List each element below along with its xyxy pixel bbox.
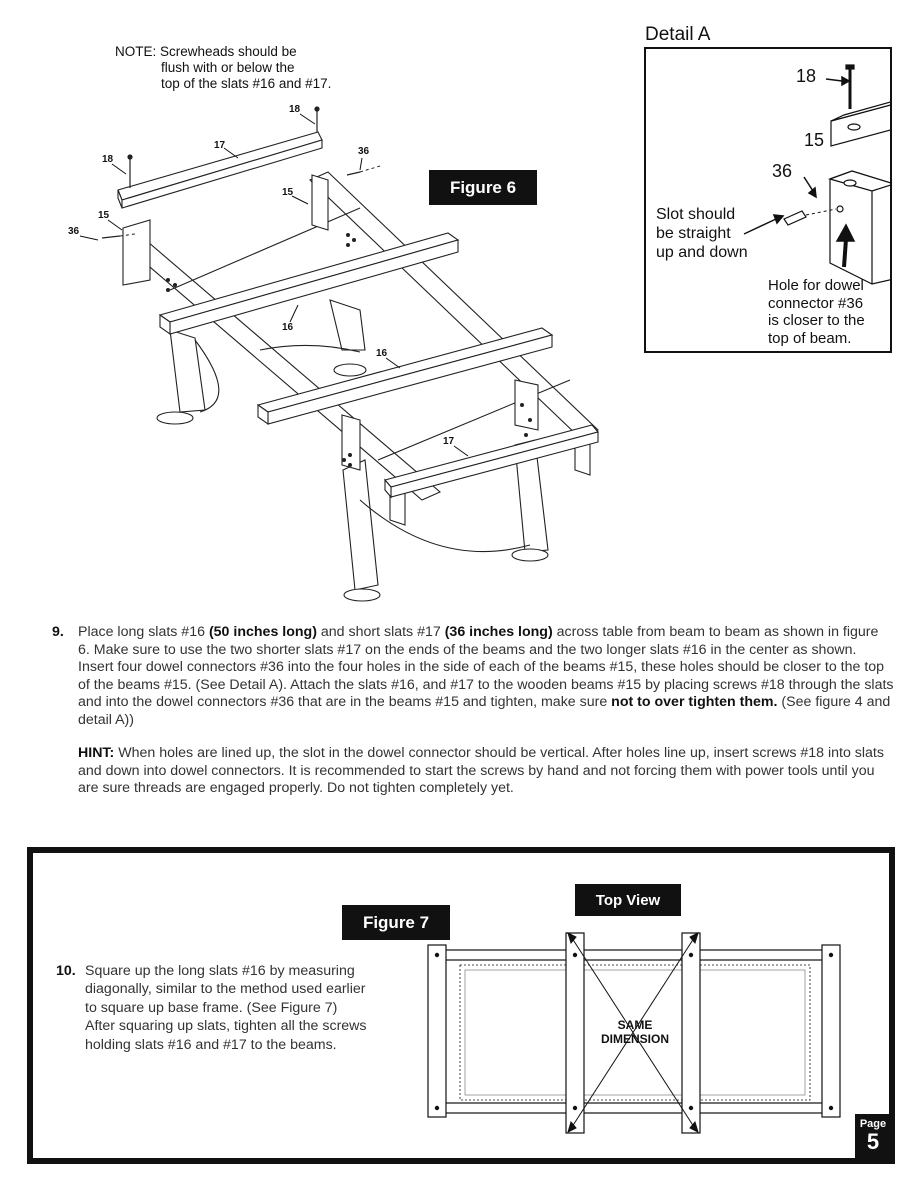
leg-rear-left (329, 299, 366, 351)
step-9-text-3: across table from beam to beam as shown … (78, 624, 894, 711)
slot-line-1: Slot should (656, 206, 736, 223)
callout-17-b: 17 (443, 436, 455, 447)
step-9-instructions: 9. Place long slats #16 (50 inches long)… (52, 624, 894, 730)
detail-a-callout-18: 18 (796, 66, 817, 86)
slat-17-right (821, 944, 841, 1118)
note-line-1: NOTE: Screwheads should be (115, 44, 297, 59)
step-9-number: 9. (52, 624, 64, 640)
step-9-bold-3: not to over tighten them. (611, 694, 778, 711)
hint-paragraph: HINT: When holes are lined up, the slot … (78, 745, 894, 798)
beam-end-block-15 (122, 219, 151, 286)
figure-6-label: Figure 6 (429, 170, 537, 205)
leg-front-right (342, 459, 379, 591)
step-9-text-4: (See figure 4 and detail A)) (78, 694, 891, 728)
step-9-body: Place long slats #16 (50 inches long) an… (52, 624, 894, 730)
callout-15-b: 15 (98, 210, 110, 221)
note-line-3: top of the slats #16 and #17. (161, 76, 332, 91)
step-9-text-1: Place long slats #16 (78, 624, 209, 640)
slat-16-right (681, 932, 701, 1134)
figure-7-top-view-drawing (427, 932, 841, 1134)
detail-a-callout-15: 15 (804, 130, 825, 150)
detail-a-callout-36: 36 (772, 161, 793, 181)
hint-text: When holes are lined up, the slot in the… (78, 745, 884, 797)
figure-7-label: Figure 7 (342, 905, 450, 940)
hint-label: HINT: (78, 745, 115, 761)
detail-a-slot-note: Slot should be straight up and down (656, 205, 748, 262)
slat-17-bottom (384, 424, 599, 488)
slat-16-left (565, 932, 585, 1134)
note-line-2: flush with or below the (161, 60, 295, 75)
slat-17-left (427, 944, 447, 1118)
hole-line-4: top of beam. (768, 329, 852, 347)
callout-17-a: 17 (214, 140, 226, 151)
diagonal-measure-2 (569, 934, 697, 1131)
callout-36-a: 36 (358, 146, 370, 157)
detail-a-drawing (743, 64, 890, 285)
slat-16-lower (256, 327, 554, 413)
callout-18-b: 18 (102, 154, 114, 165)
callout-16-b: 16 (376, 348, 388, 359)
beam-top (441, 949, 828, 961)
step-9-bold-2: (36 inches long) (444, 624, 553, 640)
figure-7-frame (27, 847, 895, 1164)
callout-36-b: 36 (68, 226, 80, 237)
hole-line-1: Hole for dowel (768, 277, 864, 294)
detail-a-hole-note: Hole for dowel connector #36 is closer t… (768, 277, 865, 347)
figure-6-assembly-drawing: 18 17 18 36 15 36 15 16 16 17 (68, 104, 599, 602)
leg-front-left (169, 329, 206, 413)
slot-line-2: be straight (656, 225, 731, 242)
slot-line-3: up and down (656, 244, 748, 261)
screwhead-note: NOTE: Screwheads should be flush with or… (115, 44, 331, 92)
detail-a-title: Detail A (645, 24, 711, 45)
beam-bottom (441, 1102, 828, 1114)
step-9-bold-1: (50 inches long) (208, 624, 317, 640)
step-10-body: Square up the long slats #16 by measurin… (85, 963, 367, 1053)
step-10-number: 10. (56, 963, 76, 979)
detail-a-box: 18 15 36 Slot should be straight up and … (644, 47, 892, 353)
page-label: Page (859, 1118, 887, 1130)
step-10-instructions: 10. Square up the long slats #16 by meas… (56, 962, 368, 1054)
same-dimension-label: SAME DIMENSION (592, 1018, 678, 1046)
callout-16-a: 16 (282, 322, 294, 333)
page-number-tab: Page 5 (855, 1114, 891, 1162)
step-9-text-2: and short slats #17 (316, 624, 445, 640)
top-view-label: Top View (575, 884, 681, 916)
page-number: 5 (866, 1129, 880, 1154)
hole-line-3: is closer to the (768, 312, 865, 329)
same-line-2: DIMENSION (600, 1032, 669, 1046)
same-line-1: SAME (617, 1018, 653, 1032)
callout-15-a: 15 (282, 187, 294, 198)
hole-line-2: connector #36 (768, 294, 864, 312)
callout-18-a: 18 (289, 104, 301, 115)
